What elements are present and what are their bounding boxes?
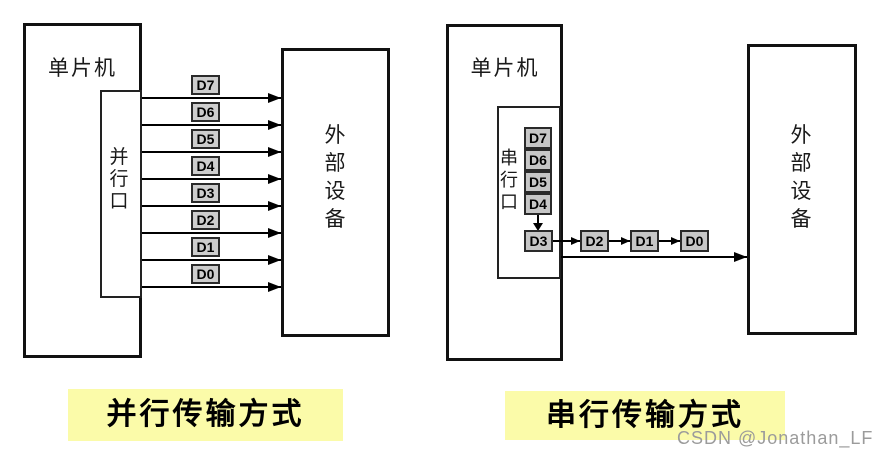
bit-label: D7 [191, 75, 220, 95]
external-device-label-parallel: 外部设备 [324, 124, 346, 231]
data-line-d4 [142, 174, 281, 184]
down-arrow [533, 215, 543, 231]
data-line-d6 [142, 120, 281, 130]
mcu-label-serial: 单片机 [470, 57, 540, 80]
data-line-d7 [142, 93, 281, 103]
external-device-box-serial [747, 44, 857, 335]
bit-label: D3 [191, 183, 220, 203]
data-line-d5 [142, 147, 281, 157]
bit-label: D2 [191, 210, 220, 230]
bit-label: D0 [191, 264, 220, 284]
data-line-d3 [142, 201, 281, 211]
bit-label: D2 [580, 230, 609, 252]
external-device-box-parallel [281, 48, 390, 337]
bit-label: D5 [524, 171, 552, 193]
parallel-port-box [100, 90, 142, 298]
caption-parallel: 并行传输方式 [68, 389, 343, 441]
parallel-port-label: 并行口 [109, 147, 129, 212]
caption-serial: 串行传输方式 [505, 391, 785, 440]
chain-arrow [659, 237, 680, 245]
bit-label: D7 [524, 127, 552, 149]
watermark: CSDN @Jonathan_LF [677, 428, 874, 448]
bit-label: D0 [680, 230, 709, 252]
chain-arrow [553, 237, 580, 245]
bit-label: D4 [524, 193, 552, 215]
bit-label: D6 [524, 149, 552, 171]
external-device-label-serial: 外部设备 [790, 124, 812, 231]
bit-label: D1 [191, 237, 220, 257]
serial-port-label: 串行口 [500, 148, 518, 212]
bit-label: D5 [191, 129, 220, 149]
data-line-d0 [142, 282, 281, 292]
bit-label: D1 [630, 230, 659, 252]
data-line-d2 [142, 228, 281, 238]
bit-label: D6 [191, 102, 220, 122]
mcu-label-parallel: 单片机 [48, 57, 117, 80]
bit-label: D4 [191, 156, 220, 176]
chain-arrow [609, 237, 630, 245]
serial-line [561, 252, 747, 262]
bit-label: D3 [524, 230, 553, 252]
data-line-d1 [142, 255, 281, 265]
